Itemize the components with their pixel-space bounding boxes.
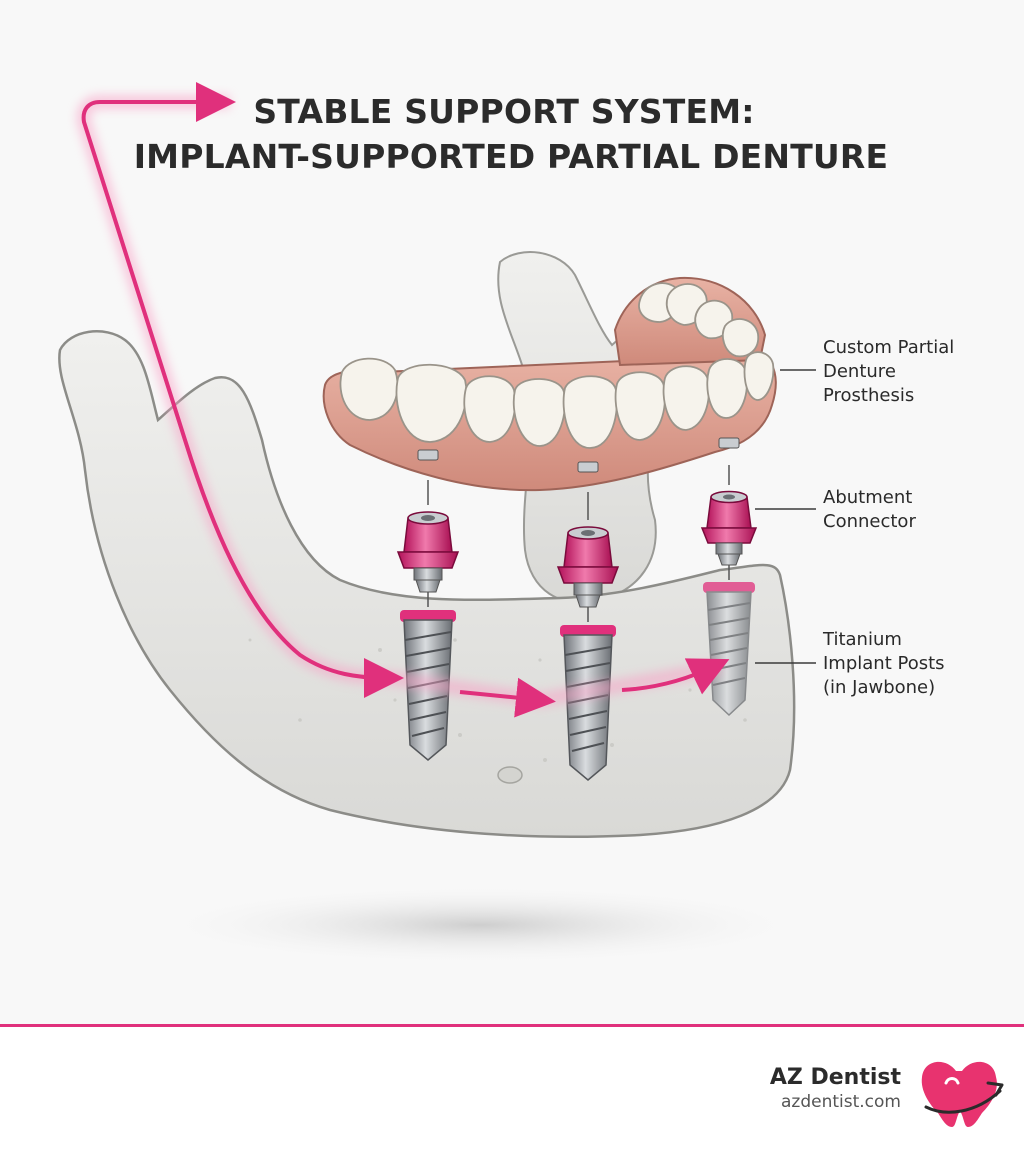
implant-post-center	[560, 625, 616, 781]
title-line-1: STABLE SUPPORT SYSTEM:	[253, 92, 755, 131]
tooth-heart-logo-icon	[921, 1061, 1004, 1127]
brand-url[interactable]: azdentist.com	[781, 1092, 901, 1112]
brand-name: AZ Dentist	[769, 1065, 901, 1090]
footer	[0, 1027, 1024, 1154]
footer-divider	[0, 1024, 1024, 1027]
label-denture-prosthesis: Custom Partial Denture Prosthesis	[823, 337, 955, 406]
floor-shadow	[150, 885, 810, 965]
label-abutment-connector: Abutment Connector	[823, 487, 916, 532]
abutment-left	[396, 480, 460, 607]
mental-foramen	[497, 766, 523, 784]
denture-teeth	[339, 282, 775, 449]
denture-connector-sockets	[417, 437, 740, 473]
title-line-2: IMPLANT-SUPPORTED PARTIAL DENTURE	[133, 137, 889, 176]
abutment-right	[700, 465, 758, 580]
label-implant-posts: Titanium Implant Posts (in Jawbone)	[823, 629, 945, 698]
support-flow-arrow	[76, 82, 730, 718]
partial-denture	[322, 276, 777, 492]
jawbone-body	[58, 330, 796, 838]
label-leader-lines	[755, 369, 816, 664]
jaw-implant-illustration	[58, 82, 816, 965]
abutment-center	[556, 492, 620, 622]
